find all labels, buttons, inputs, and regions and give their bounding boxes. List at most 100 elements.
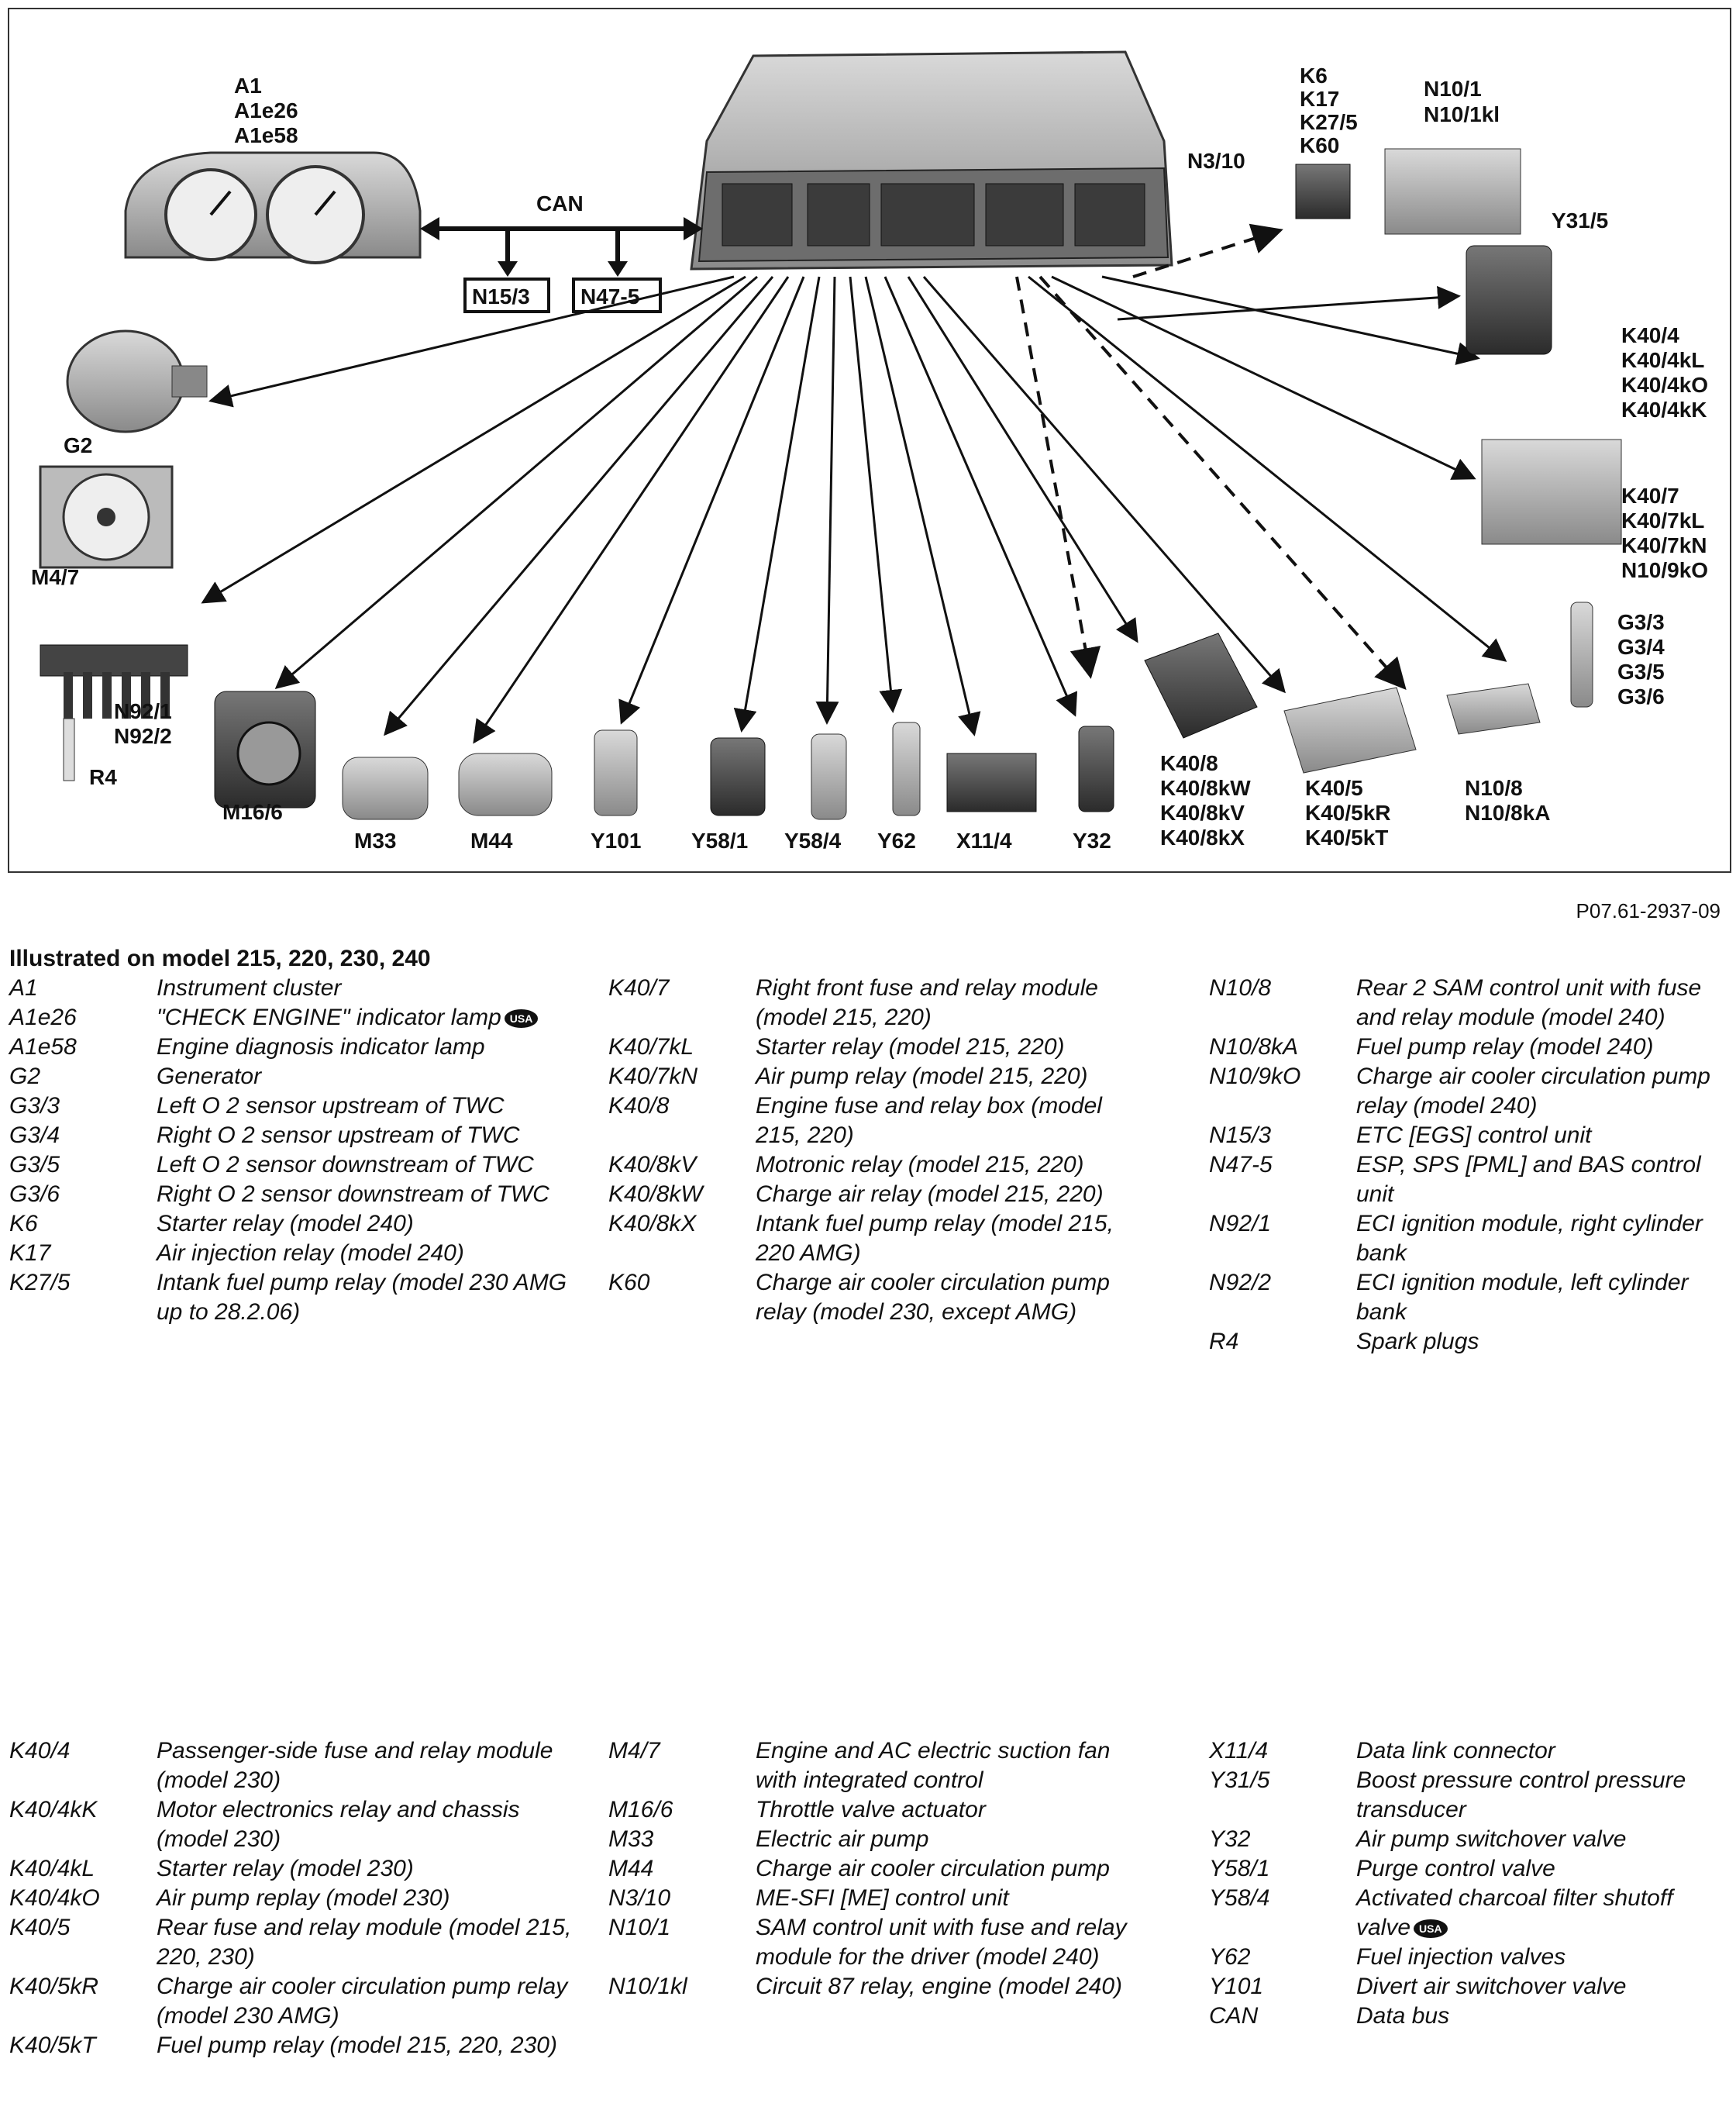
legend-code: K6 (9, 1211, 38, 1236)
legend-code: X11/4 (1209, 1738, 1269, 1764)
legend-code: K40/5kR (9, 1974, 99, 1999)
label-k40-5kr: K40/5kR (1305, 801, 1391, 825)
label-k6: K6 (1300, 64, 1328, 88)
legend-code: K40/8kX (608, 1211, 697, 1236)
label-n10-9ko: N10/9kO (1621, 558, 1708, 582)
legend-code: N92/2 (1209, 1270, 1272, 1295)
legend-description-text: Fuel pump relay (model 215, 220, 230) (157, 2033, 557, 2058)
legend-description-text: Instrument cluster (157, 975, 342, 1001)
legend-description-text: Passenger-side fuse and relay module (mo… (157, 1738, 553, 1793)
legend-code: K17 (9, 1240, 51, 1266)
legend-description-text: Right O 2 sensor upstream of TWC (157, 1122, 520, 1148)
legend-description: ME-SFI [ME] control unit (756, 1884, 1135, 1913)
legend-description: Charge air cooler circulation pump relay… (157, 1972, 575, 2031)
legend-code: N3/10 (608, 1885, 671, 1911)
legend-description: Rear 2 SAM control unit with fuse and re… (1356, 974, 1728, 1033)
legend-title: Illustrated on model 215, 220, 230, 240 (9, 946, 431, 971)
dashed-lines (1015, 223, 1407, 690)
label-m33: M33 (354, 829, 396, 853)
legend-code: K40/4kK (9, 1797, 98, 1822)
legend-description-text: Spark plugs (1356, 1329, 1479, 1354)
component-k40-5-box (1283, 687, 1417, 774)
legend-description-text: Fuel pump relay (model 240) (1356, 1034, 1654, 1060)
legend-description: Charge air relay (model 215, 220) (756, 1180, 1135, 1209)
legend-description-text: Divert air switchover valve (1356, 1974, 1627, 1999)
legend-description: Data link connector (1356, 1736, 1728, 1766)
legend-description-text: Charge air cooler circulation pump relay… (1356, 1064, 1710, 1119)
legend-code: N10/1kl (608, 1974, 687, 1999)
legend-description-text: Right O 2 sensor downstream of TWC (157, 1181, 549, 1207)
usa-badge-icon: USA (504, 1009, 539, 1029)
legend-description: ETC [EGS] control unit (1356, 1121, 1728, 1150)
legend-code: M4/7 (608, 1738, 660, 1764)
component-x11-4 (946, 753, 1037, 812)
legend-description-text: Right front fuse and relay module (model… (756, 975, 1098, 1030)
label-n10-1kl: N10/1kl (1424, 102, 1500, 126)
legend-code: K40/8kW (608, 1181, 703, 1207)
legend-code: K40/5 (9, 1915, 71, 1940)
legend-description-text: Air pump replay (model 230) (157, 1885, 450, 1911)
legend-description-text: Intank fuel pump relay (model 215, 220 A… (756, 1211, 1114, 1266)
legend-description-text: Motor electronics relay and chassis (mod… (157, 1797, 520, 1852)
legend-description-text: ETC [EGS] control unit (1356, 1122, 1592, 1148)
legend-description: Engine fuse and relay box (model 215, 22… (756, 1091, 1135, 1150)
label-k27-5: K27/5 (1300, 110, 1358, 134)
legend-code: G2 (9, 1064, 41, 1089)
legend-description: Left O 2 sensor upstream of TWC (157, 1091, 575, 1121)
legend-code: G3/6 (9, 1181, 60, 1207)
legend-description-text: Purge control valve (1356, 1856, 1555, 1881)
component-air-pump (342, 757, 429, 820)
label-k40-8kv: K40/8kV (1160, 801, 1245, 825)
legend-entry: K40/5kR Charge air cooler circulation pum… (9, 1972, 575, 2031)
legend-description: Purge control valve (1356, 1854, 1728, 1884)
label-a1: A1 (234, 74, 262, 98)
legend-code: M44 (608, 1856, 654, 1881)
legend-description: Circuit 87 relay, engine (model 240) (756, 1972, 1135, 2002)
component-k6-relay (1295, 164, 1351, 219)
legend-code: K40/4 (9, 1738, 71, 1764)
legend-entry: N3/10 ME-SFI [ME] control unit (608, 1884, 1135, 1913)
legend-description-text: Activated charcoal filter shutoff valve (1356, 1885, 1673, 1940)
component-circulation-pump (458, 753, 553, 816)
legend-code: M16/6 (608, 1797, 673, 1822)
legend-code: K60 (608, 1270, 650, 1295)
legend-description: Motor electronics relay and chassis (mod… (157, 1795, 575, 1854)
legend-description: Motronic relay (model 215, 220) (756, 1150, 1135, 1180)
label-k40-4ko: K40/4kO (1621, 373, 1708, 397)
legend-description-text: Air injection relay (model 240) (157, 1240, 464, 1266)
legend-code: K40/4kO (9, 1885, 100, 1911)
label-g3-6: G3/6 (1617, 684, 1665, 709)
legend-description: Data bus (1356, 2002, 1728, 2031)
legend-description: Spark plugs (1356, 1327, 1728, 1357)
label-n15-3: N15/3 (472, 284, 530, 309)
legend-description: Starter relay (model 215, 220) (756, 1033, 1135, 1062)
legend-code: Y32 (1209, 1826, 1251, 1852)
legend-code: A1 (9, 975, 38, 1001)
legend-description-text: Electric air pump (756, 1826, 929, 1852)
component-k40-7-box (1481, 439, 1622, 545)
legend-code: CAN (1209, 2003, 1259, 2029)
legend-description: Rear fuse and relay module (model 215, 2… (157, 1913, 575, 1972)
legend-description: Right O 2 sensor downstream of TWC (157, 1180, 575, 1209)
label-y101: Y101 (591, 829, 641, 853)
component-y58-4 (811, 733, 847, 820)
